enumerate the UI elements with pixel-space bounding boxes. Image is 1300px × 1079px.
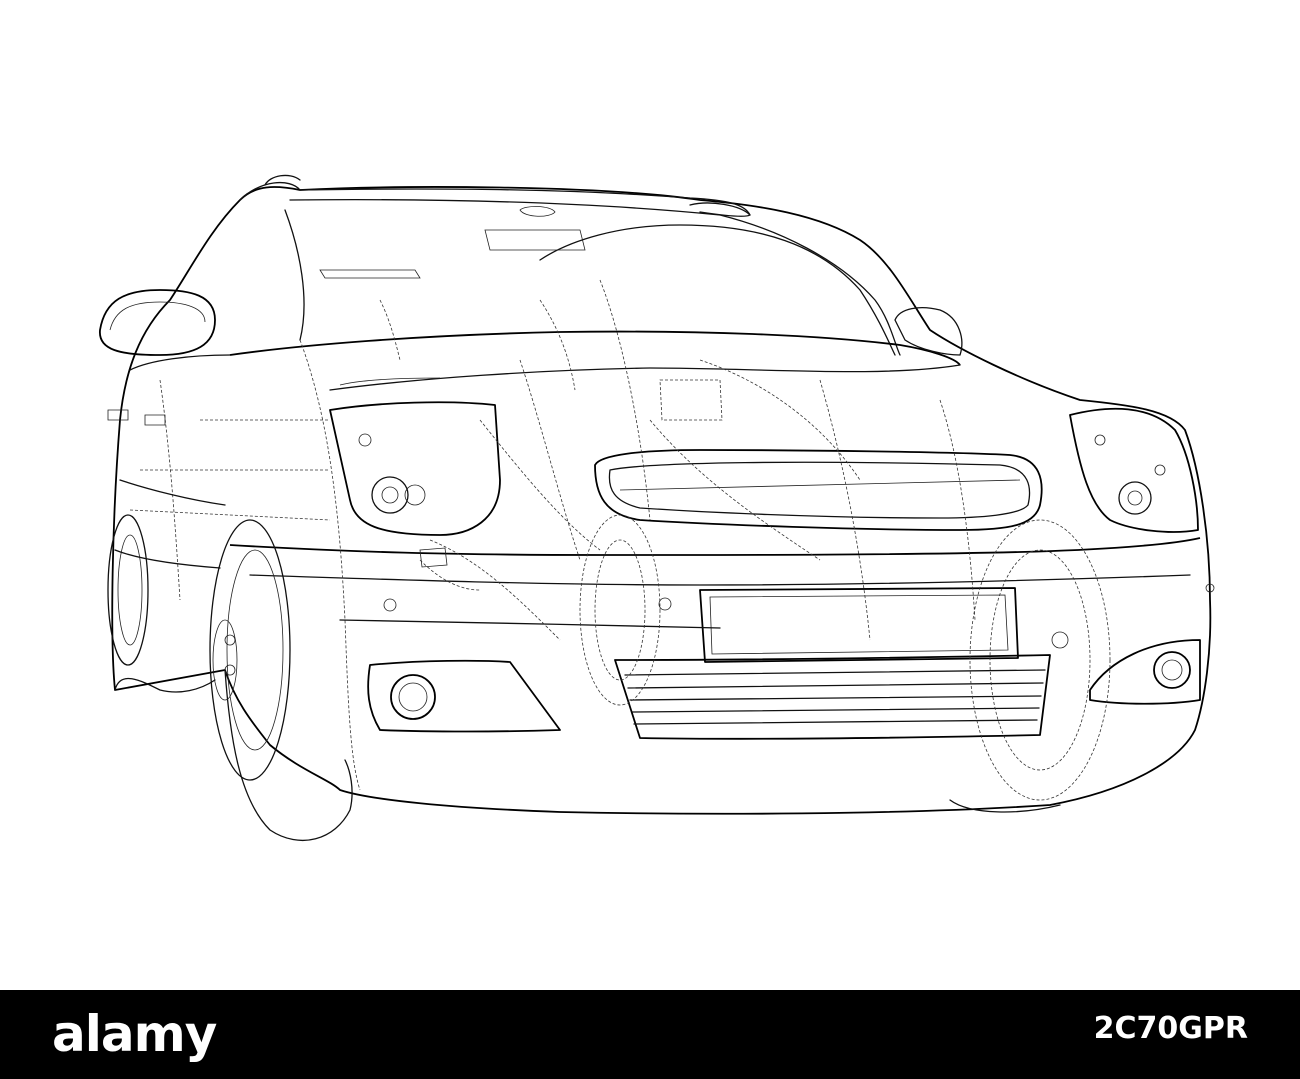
right-fog-light: [1089, 639, 1201, 705]
front-bumper: [229, 537, 1201, 663]
left-fog-light: [367, 659, 561, 733]
alamy-logo-text: alamy: [52, 1005, 217, 1063]
rear-right-wheel: [579, 514, 661, 706]
car-roof-windshield: [239, 174, 901, 356]
front-right-wheel: [969, 519, 1111, 801]
internal-structure: [129, 279, 1215, 791]
right-side-mirror: [894, 307, 963, 356]
car-body-outline: [111, 186, 1212, 842]
watermark-footer-bar: alamy 2C70GPR: [0, 990, 1300, 1079]
stock-image-id: 2C70GPR: [1093, 1011, 1248, 1046]
upper-grille: [594, 449, 1043, 531]
car-wireframe-illustration: [99, 174, 1215, 842]
right-headlight: [1069, 407, 1199, 533]
car-hood: [229, 330, 961, 391]
left-headlight: [329, 401, 501, 536]
left-side-mirror: [99, 289, 216, 356]
lower-grille: [614, 654, 1051, 740]
car-wireframe-svg: [99, 174, 1215, 842]
side-doors: [107, 354, 231, 569]
alamy-logo: alamy: [52, 1004, 217, 1064]
rear-left-wheel: [107, 514, 149, 666]
front-left-wheel: [209, 519, 291, 781]
